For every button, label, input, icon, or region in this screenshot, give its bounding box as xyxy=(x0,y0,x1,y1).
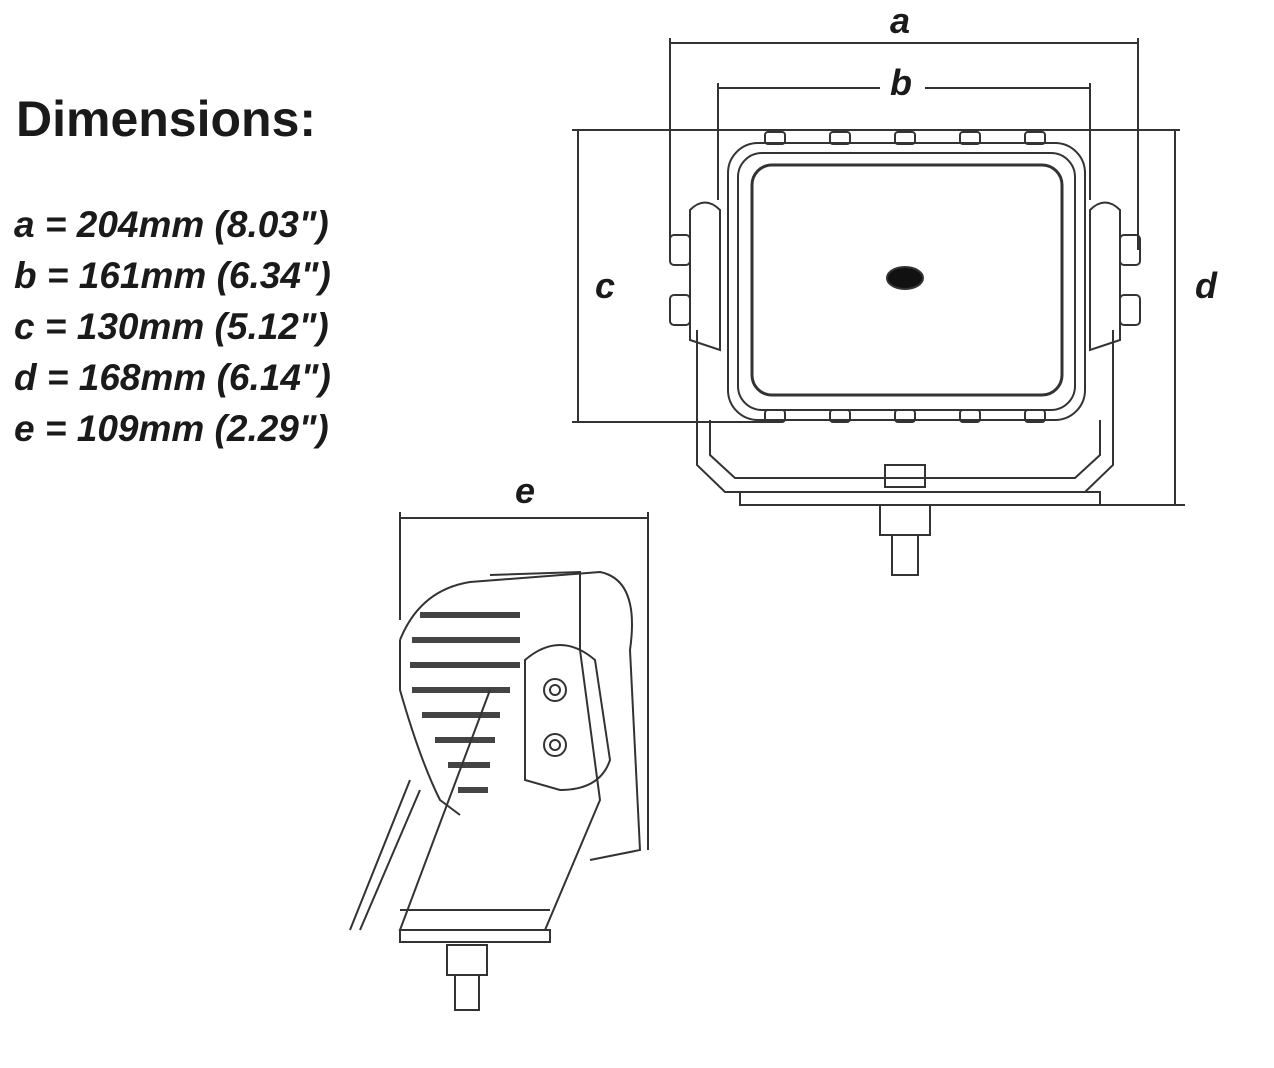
logo-badge xyxy=(886,266,924,290)
label-d: d xyxy=(1195,265,1218,306)
dimensions-heading: Dimensions: xyxy=(16,91,317,147)
spec-d: d = 168mm (6.14") xyxy=(14,357,331,398)
spec-e: e = 109mm (2.29") xyxy=(14,408,329,449)
spec-a: a = 204mm (8.03") xyxy=(14,204,329,245)
side-view: e xyxy=(349,470,649,1011)
front-view: a b c d xyxy=(572,0,1218,576)
label-a: a xyxy=(890,0,910,41)
label-b: b xyxy=(890,62,912,103)
label-c: c xyxy=(595,265,615,306)
spec-c: c = 130mm (5.12") xyxy=(14,306,329,347)
label-e: e xyxy=(515,470,535,511)
spec-b: b = 161mm (6.34") xyxy=(14,255,331,296)
